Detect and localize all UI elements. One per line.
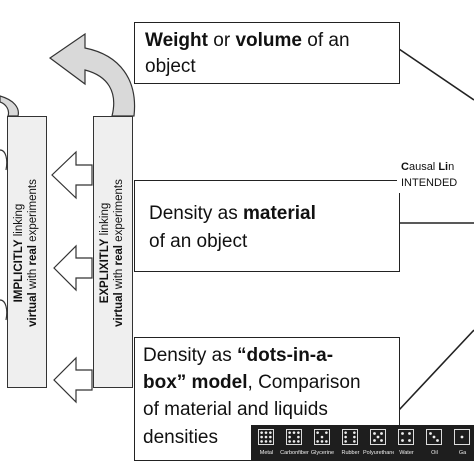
strip-item-oil: Oil — [421, 425, 448, 461]
strip-label-carbonfiber: Carbonfiber — [280, 450, 309, 456]
linking-word: linking — [13, 203, 25, 240]
density-as-word-2: Density as — [143, 345, 237, 366]
experiments-word: experiments — [27, 179, 39, 246]
comparison-word: , Comparison — [247, 372, 361, 393]
curved-arrow-implicit — [0, 95, 19, 117]
dots-grid-icon — [286, 429, 302, 445]
connector-line-dots — [398, 329, 474, 411]
volume-word: volume — [235, 30, 302, 51]
causal-c: C — [401, 161, 409, 173]
real-word-2: real — [113, 245, 125, 266]
linking-word-2: linking — [99, 202, 111, 239]
box-weight-line1: Weight or volume of an — [145, 29, 350, 53]
arrow-edge-1 — [0, 149, 8, 171]
dots-grid-icon — [342, 429, 358, 445]
strip-label-rubber: Rubber — [341, 450, 360, 456]
with-word: with — [27, 265, 39, 293]
material-strip: Metal Carbonfiber Glycerine Rubber Polyu… — [251, 425, 474, 461]
density-as-word: Density as — [149, 203, 243, 224]
arrow-bottom-left — [53, 356, 93, 404]
box-weight-volume: Weight or volume of an object — [134, 22, 400, 84]
strip-label-metal: Metal — [259, 450, 274, 456]
dots-in-a-word: “dots-in-a- — [236, 345, 334, 366]
arrow-lower-left — [53, 244, 93, 292]
box-material-line1: Density as material — [149, 202, 316, 226]
strip-label-oil: Oil — [431, 450, 438, 456]
box-material-line2: of an object — [149, 231, 248, 252]
strip-item-rubber: Rubber — [337, 425, 364, 461]
with-word-2: with — [113, 265, 125, 293]
of-an-word: of an — [301, 30, 350, 51]
connector-line-weight — [398, 48, 474, 101]
material-word: material — [242, 203, 316, 224]
strip-label-ga: Ga — [458, 450, 467, 456]
strip-item-metal: Metal — [253, 425, 280, 461]
implicit-line1: IMPLICITLY linking — [12, 117, 26, 389]
virtual-word-2: virtual — [113, 292, 125, 327]
real-word: real — [27, 245, 39, 266]
strip-item-ga: Ga — [449, 425, 474, 461]
strip-item-water: Water — [393, 425, 420, 461]
or-word: or — [207, 30, 236, 51]
strip-item-carbonfiber: Carbonfiber — [280, 425, 309, 461]
weight-word: Weight — [145, 30, 208, 51]
arrow-upper-left — [51, 150, 93, 200]
box-dots-line1: Density as “dots-in-a- — [143, 344, 333, 368]
dots-grid-icon — [314, 429, 330, 445]
box-dots-model: Density as “dots-in-a- box” model, Compa… — [134, 337, 400, 461]
dots-grid-icon — [454, 429, 470, 445]
panel-implicit-label: IMPLICITLY linking virtual with real exp… — [12, 117, 42, 389]
box-dots-line2: box” model, Comparison — [143, 371, 361, 395]
explicit-line1: EXPLIXITLY linking — [98, 117, 112, 389]
curved-arrow-explicit — [48, 32, 136, 117]
panel-explicit-label: EXPLIXITLY linking virtual with real exp… — [98, 117, 128, 389]
strip-item-polyurethane: Polyurethane — [363, 425, 394, 461]
causal-li: Li — [438, 161, 449, 173]
strip-item-glycerine: Glycerine — [309, 425, 336, 461]
explicit-line2: virtual with real experiments — [112, 117, 126, 389]
causal-rest2: n — [448, 161, 455, 173]
implicitly-word: IMPLICITLY — [13, 239, 25, 303]
causal-rest: ausal — [408, 161, 439, 173]
arrow-edge-2 — [0, 299, 8, 321]
causal-link-label: Causal Lin INTENDED — [397, 157, 462, 193]
box-material: Density as material of an object — [134, 180, 400, 272]
virtual-word: virtual — [27, 292, 39, 327]
strip-label-polyurethane: Polyurethane — [363, 450, 394, 456]
explicitly-word: EXPLIXITLY — [99, 238, 111, 304]
causal-line2: INTENDED — [401, 177, 458, 189]
panel-implicit — [7, 116, 47, 388]
dots-grid-icon — [258, 429, 274, 445]
strip-label-water: Water — [399, 450, 414, 456]
causal-line1: Causal Lin — [401, 159, 457, 175]
implicit-line2: virtual with real experiments — [26, 117, 40, 389]
experiments-word-2: experiments — [113, 179, 125, 246]
box-weight-line2: object — [145, 56, 196, 77]
box-dots-line3: of material and liquids — [143, 399, 328, 420]
dots-grid-icon — [370, 429, 386, 445]
box-model-word: box” model — [143, 372, 248, 393]
dots-grid-icon — [398, 429, 414, 445]
panel-explicit — [93, 116, 133, 388]
strip-label-glycerine: Glycerine — [310, 450, 335, 456]
dots-grid-icon — [426, 429, 442, 445]
box-dots-line4: densities — [143, 427, 218, 448]
